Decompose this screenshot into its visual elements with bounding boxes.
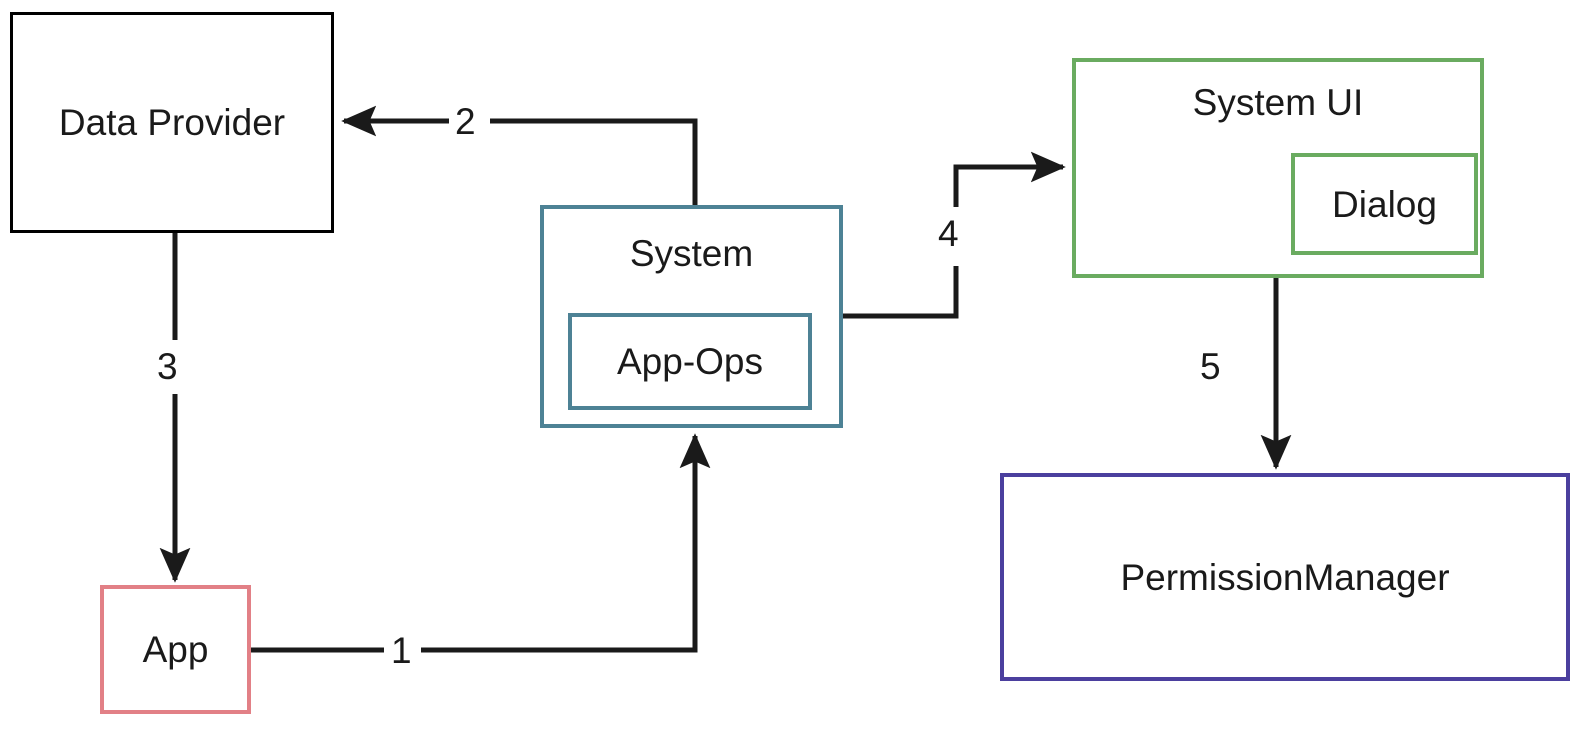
edge-label-2: 2: [455, 101, 476, 142]
node-dialog[interactable]: Dialog: [1291, 153, 1478, 255]
edge-label-1: 1: [391, 630, 412, 671]
node-app-ops-label: App-Ops: [616, 341, 763, 382]
node-permission-manager-label: PermissionManager: [1120, 556, 1450, 598]
edge-label-4: 4: [938, 213, 959, 254]
node-app-ops[interactable]: App-Ops: [568, 313, 812, 410]
node-permission-manager[interactable]: PermissionManager: [1000, 473, 1570, 681]
node-system-label: System: [629, 233, 754, 274]
node-data-provider-label: Data Provider: [58, 102, 286, 143]
node-app[interactable]: App: [100, 585, 251, 714]
edge-label-3: 3: [157, 346, 178, 387]
edge-label-5: 5: [1200, 346, 1221, 387]
edge-4-connector: [843, 151, 1066, 319]
node-system-ui-label: System UI: [1192, 82, 1364, 123]
edge-2-connector: [341, 105, 698, 205]
edge-1-connector: [251, 433, 711, 653]
node-dialog-label: Dialog: [1332, 183, 1437, 225]
node-data-provider[interactable]: Data Provider: [10, 12, 334, 233]
node-app-label: App: [142, 629, 209, 670]
